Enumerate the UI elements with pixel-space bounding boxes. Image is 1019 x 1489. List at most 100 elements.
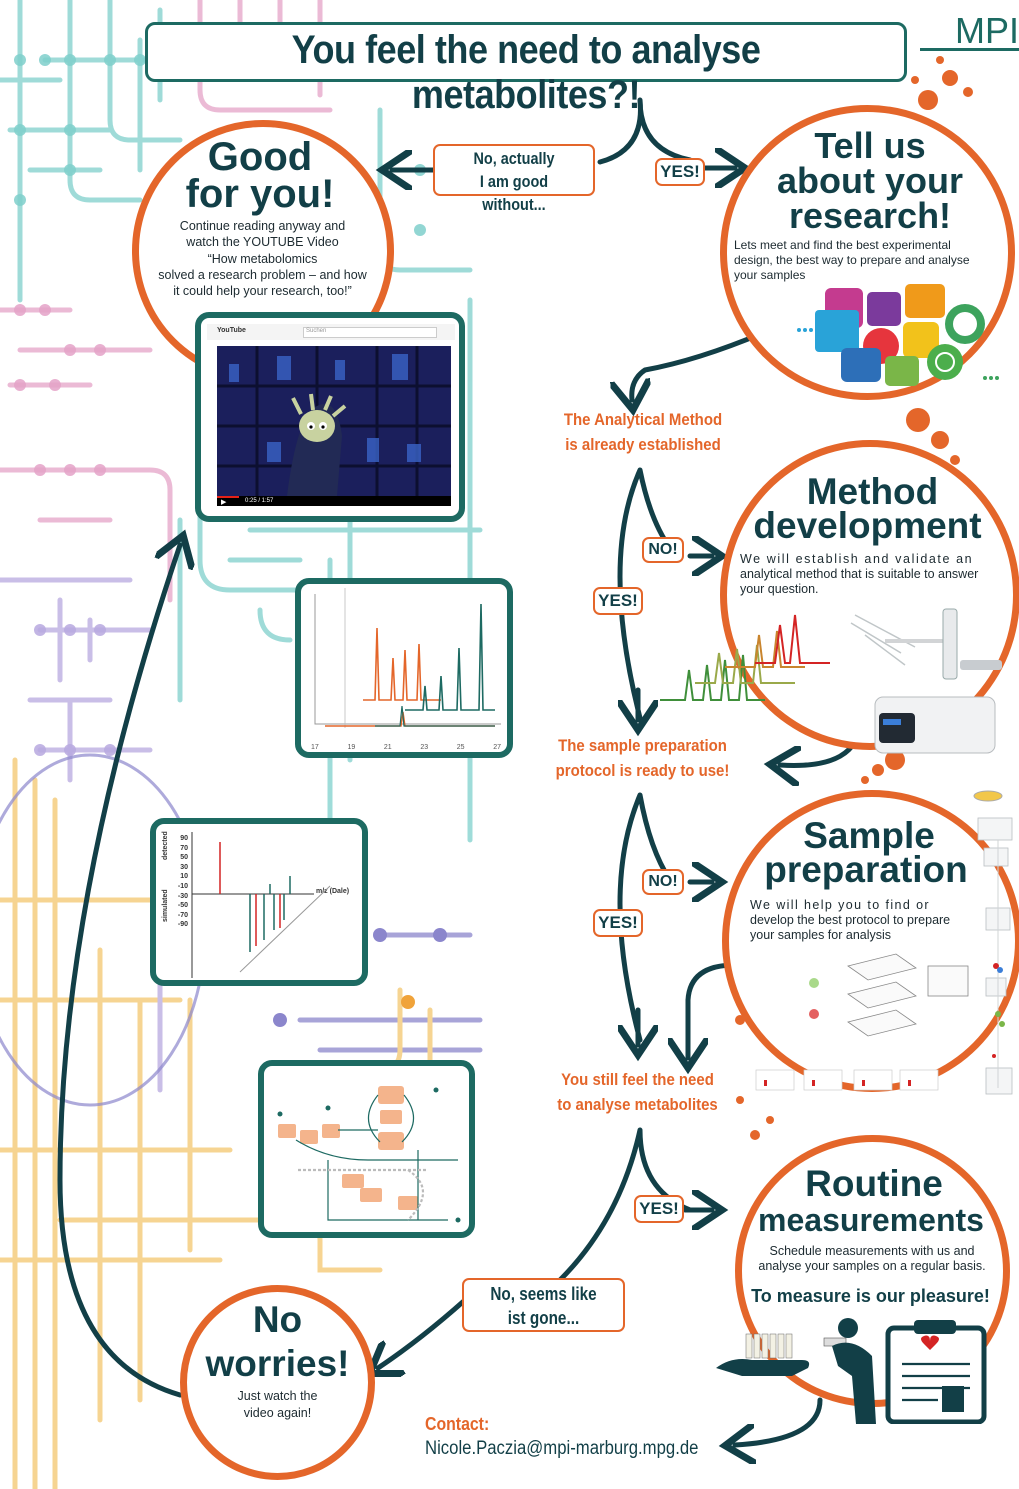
good-body-line: watch the YOUTUBE Video bbox=[186, 235, 339, 250]
video-still bbox=[217, 346, 451, 506]
mirror-ylabel-top: detected bbox=[162, 831, 169, 860]
no-actually-line: I am good without... bbox=[479, 171, 549, 214]
sample-body-line: develop the best protocol to prepare bbox=[750, 913, 951, 927]
arrow-routine-to-contact bbox=[735, 1397, 823, 1445]
x-tick: 19 bbox=[347, 744, 356, 751]
sample-body-line: We will help you to find or bbox=[750, 898, 930, 912]
sample-body-line: your samples for analysis bbox=[750, 928, 892, 942]
chromatogram-x-ticks: 17 19 21 23 25 27 bbox=[311, 744, 501, 751]
chromatogram-and-instrument bbox=[660, 608, 1002, 754]
good-body-line: “How metabolomics bbox=[207, 251, 318, 266]
title-box bbox=[145, 22, 907, 82]
no-label-1: NO! bbox=[642, 537, 684, 563]
sample-body: We will help you to find or develop the … bbox=[750, 898, 972, 943]
video-search[interactable]: Suchen bbox=[303, 327, 437, 338]
routine-body: Schedule measurements with us and analys… bbox=[742, 1244, 1002, 1274]
no-seems-line: ist gone... bbox=[507, 1308, 580, 1329]
mpi-logo: MPI bbox=[955, 10, 1019, 51]
y-tick: -70 bbox=[177, 911, 188, 919]
routine-body-line: analyse your samples on a regular basis. bbox=[758, 1259, 986, 1273]
method-title-line2: development bbox=[753, 505, 982, 546]
mirror-spectrum-thumb: 90 70 50 30 10 -10 -30 -50 -70 -90 detec… bbox=[150, 818, 368, 986]
no-seems-line: No, seems like bbox=[490, 1284, 597, 1304]
tell-body-line: Lets meet and find the best experimental bbox=[734, 238, 951, 252]
decision-method-line: The Analytical Method bbox=[563, 410, 723, 429]
y-tick: 90 bbox=[180, 835, 188, 842]
decision-sample-line: protocol is ready to use! bbox=[555, 760, 730, 780]
x-tick: 27 bbox=[493, 744, 501, 751]
noworries-body-line: video again! bbox=[243, 1405, 312, 1420]
youtube-video-frame[interactable]: YouTube Suchen ▶ 0:25 / 1:57 bbox=[195, 312, 465, 522]
noworries-body-line: Just watch the bbox=[237, 1389, 318, 1403]
good-body-line: Continue reading anyway and bbox=[179, 219, 346, 233]
good-body-line: solved a research problem – and how bbox=[158, 267, 367, 282]
chromatogram-thumb: 17 19 21 23 25 27 bbox=[295, 578, 513, 758]
method-body-line: your question. bbox=[740, 582, 819, 596]
method-body: We will establish and validate an analyt… bbox=[740, 552, 995, 597]
y-tick: -30 bbox=[177, 892, 188, 900]
y-tick: 10 bbox=[180, 873, 188, 881]
routine-slogan: To measure is our pleasure! bbox=[751, 1286, 990, 1306]
sample-preparation-circle bbox=[722, 790, 1019, 1092]
yes-label-top: YES! bbox=[655, 158, 705, 186]
x-tick: 25 bbox=[456, 744, 465, 751]
y-tick: -90 bbox=[177, 921, 188, 929]
y-tick: 50 bbox=[180, 854, 188, 862]
arrow-tell-down bbox=[632, 327, 773, 400]
sample-title-line1: Sample bbox=[803, 815, 935, 856]
x-tick: 23 bbox=[420, 744, 429, 751]
decision-still-line: You still feel the need bbox=[561, 1070, 714, 1089]
method-body-line: We will establish and validate an bbox=[740, 552, 974, 566]
youtube-logo: YouTube bbox=[217, 327, 246, 334]
mirror-y-ticks: 90 70 50 30 10 -10 -30 -50 -70 -90 bbox=[164, 834, 188, 930]
tell-body: Lets meet and find the best experimental… bbox=[734, 238, 999, 283]
sample-workflow-graphic bbox=[755, 790, 1013, 1095]
contact-email-link[interactable]: Nicole.Paczia@mpi-marburg.mpg.de bbox=[425, 1438, 699, 1459]
decision-method: The Analytical Method is already establi… bbox=[542, 408, 744, 457]
decision-still-line: to analyse metabolites bbox=[557, 1094, 718, 1114]
logo-underline bbox=[920, 48, 1019, 51]
arrow-loop-back bbox=[57, 545, 180, 1398]
video-time: 0:25 / 1:57 bbox=[245, 498, 274, 504]
y-tick: -50 bbox=[177, 902, 188, 910]
mirror-ylabel-bottom: simulated bbox=[162, 889, 169, 922]
method-body-line: analytical method that is suitable to an… bbox=[740, 567, 979, 581]
no-seems-box: No, seems like ist gone... bbox=[462, 1278, 625, 1332]
noworries-title-line1: No bbox=[252, 1299, 303, 1340]
routine-title-line1: Routine bbox=[805, 1163, 943, 1204]
decision-sample: The sample preparation protocol is ready… bbox=[544, 734, 742, 783]
good-title-line1: Good bbox=[207, 135, 313, 179]
noworries-body: Just watch the video again! bbox=[190, 1388, 365, 1422]
good-body-line: it could help your research, too!” bbox=[173, 284, 352, 298]
y-tick: -10 bbox=[177, 882, 188, 890]
y-tick: 30 bbox=[180, 863, 188, 871]
good-title-line2: for you! bbox=[185, 172, 335, 216]
no-actually-box: No, actually I am good without... bbox=[433, 144, 595, 214]
no-actually-line: No, actually bbox=[473, 149, 555, 168]
tell-body-line: your samples bbox=[734, 268, 806, 282]
good-body: Continue reading anyway and watch the YO… bbox=[140, 218, 385, 299]
routine-title-line2: measurements bbox=[758, 1202, 984, 1238]
contact-label: Contact: bbox=[425, 1414, 490, 1434]
video-play-icon[interactable]: ▶ bbox=[221, 499, 227, 506]
yes-label-4: YES! bbox=[634, 1195, 684, 1223]
page-title: You feel the need to analyse metabolites… bbox=[291, 28, 761, 117]
yes-label-2: YES! bbox=[593, 587, 643, 615]
decision-method-line: is already established bbox=[565, 434, 721, 454]
tell-title-line1: Tell us bbox=[814, 125, 926, 166]
yes-label-3: YES! bbox=[593, 909, 643, 937]
sample-title-line2: preparation bbox=[764, 849, 968, 890]
noworries-title-line2: worries! bbox=[205, 1343, 350, 1384]
no-label-2: NO! bbox=[642, 869, 684, 895]
routine-body-line: Schedule measurements with us and bbox=[769, 1244, 975, 1258]
x-tick: 17 bbox=[311, 744, 319, 751]
arrow-to-noworries bbox=[378, 1297, 468, 1368]
x-tick: 21 bbox=[383, 744, 392, 751]
pathway-map bbox=[277, 1086, 461, 1223]
research-icons-collage bbox=[797, 284, 999, 386]
arrow-top-split bbox=[597, 97, 693, 165]
pathway-thumb bbox=[258, 1060, 475, 1238]
no-worries-circle bbox=[180, 1285, 375, 1480]
y-tick: 70 bbox=[180, 844, 188, 852]
decision-sample-line: The sample preparation bbox=[558, 736, 727, 755]
